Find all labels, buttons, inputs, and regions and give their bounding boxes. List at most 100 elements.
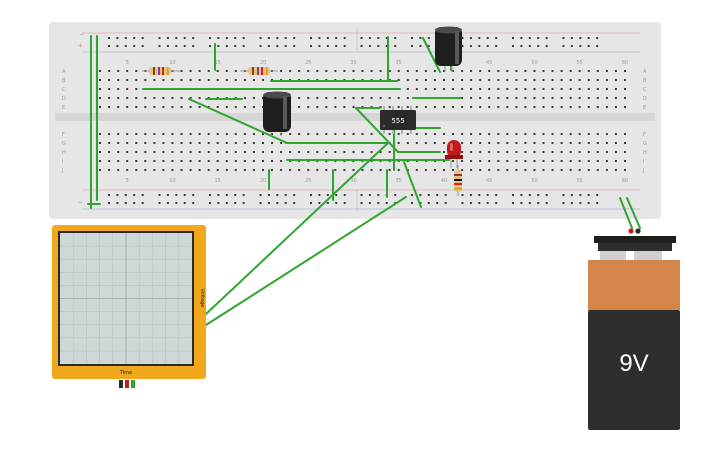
- hole[interactable]: [587, 79, 590, 81]
- capacitor[interactable]: [263, 91, 291, 137]
- rail-hole[interactable]: [570, 37, 573, 39]
- hole[interactable]: [406, 70, 409, 72]
- hole[interactable]: [298, 133, 301, 135]
- hole[interactable]: [470, 142, 473, 144]
- rail-hole[interactable]: [512, 202, 514, 204]
- resistor[interactable]: [240, 67, 278, 75]
- rail-hole[interactable]: [596, 37, 599, 39]
- hole[interactable]: [524, 79, 527, 81]
- hole[interactable]: [316, 133, 319, 135]
- hole[interactable]: [470, 160, 473, 162]
- rail-hole[interactable]: [158, 194, 161, 196]
- hole[interactable]: [533, 106, 536, 108]
- rail-hole[interactable]: [360, 194, 363, 196]
- hole[interactable]: [153, 106, 156, 108]
- hole[interactable]: [307, 151, 310, 153]
- rail-hole[interactable]: [478, 45, 481, 47]
- rail-hole[interactable]: [528, 37, 531, 39]
- hole[interactable]: [515, 169, 518, 171]
- rail-hole[interactable]: [158, 37, 161, 39]
- rail-hole[interactable]: [310, 202, 312, 204]
- hole[interactable]: [624, 70, 626, 72]
- rail-hole[interactable]: [133, 37, 136, 39]
- rail-hole[interactable]: [133, 45, 136, 47]
- hole[interactable]: [352, 70, 355, 72]
- hole[interactable]: [234, 142, 237, 144]
- hole[interactable]: [596, 169, 599, 171]
- rail-hole[interactable]: [158, 202, 161, 204]
- hole[interactable]: [126, 70, 129, 72]
- hole[interactable]: [262, 133, 264, 135]
- rail-hole[interactable]: [335, 37, 338, 39]
- hole[interactable]: [388, 70, 391, 72]
- hole[interactable]: [497, 151, 500, 153]
- hole[interactable]: [515, 133, 518, 135]
- hole[interactable]: [524, 169, 527, 171]
- hole[interactable]: [216, 160, 219, 162]
- hole[interactable]: [243, 151, 246, 153]
- hole[interactable]: [271, 133, 273, 135]
- hole[interactable]: [207, 70, 210, 72]
- hole[interactable]: [533, 97, 536, 99]
- hole[interactable]: [461, 133, 464, 135]
- hole[interactable]: [135, 79, 138, 81]
- rail-hole[interactable]: [427, 194, 430, 196]
- hole[interactable]: [234, 160, 237, 162]
- hole[interactable]: [162, 97, 165, 99]
- hole[interactable]: [144, 160, 147, 162]
- hole[interactable]: [443, 142, 445, 144]
- hole[interactable]: [153, 142, 156, 144]
- rail-hole[interactable]: [570, 45, 573, 47]
- rail-hole[interactable]: [326, 202, 329, 204]
- hole[interactable]: [298, 169, 301, 171]
- hole[interactable]: [243, 169, 246, 171]
- hole[interactable]: [117, 79, 120, 81]
- hole[interactable]: [198, 151, 201, 153]
- hole[interactable]: [587, 151, 590, 153]
- hole[interactable]: [189, 70, 192, 72]
- hole[interactable]: [587, 169, 590, 171]
- rail-hole[interactable]: [411, 45, 413, 47]
- hole[interactable]: [99, 133, 101, 135]
- hole[interactable]: [560, 169, 563, 171]
- hole[interactable]: [180, 169, 183, 171]
- hole[interactable]: [361, 97, 364, 99]
- hole[interactable]: [624, 133, 626, 135]
- hole[interactable]: [180, 97, 183, 99]
- hole[interactable]: [624, 151, 626, 153]
- hole[interactable]: [461, 160, 464, 162]
- hole[interactable]: [551, 106, 554, 108]
- hole[interactable]: [117, 133, 120, 135]
- hole[interactable]: [443, 133, 445, 135]
- hole[interactable]: [343, 133, 346, 135]
- hole[interactable]: [624, 88, 626, 90]
- rail-hole[interactable]: [469, 202, 472, 204]
- hole[interactable]: [542, 133, 545, 135]
- hole[interactable]: [153, 79, 156, 81]
- hole[interactable]: [198, 160, 201, 162]
- rail-hole[interactable]: [124, 194, 127, 196]
- hole[interactable]: [533, 160, 536, 162]
- hole[interactable]: [605, 88, 608, 90]
- wire[interactable]: [619, 197, 633, 229]
- hole[interactable]: [153, 160, 156, 162]
- hole[interactable]: [470, 151, 473, 153]
- rail-hole[interactable]: [368, 202, 371, 204]
- hole[interactable]: [280, 160, 283, 162]
- hole[interactable]: [325, 133, 328, 135]
- hole[interactable]: [298, 97, 301, 99]
- hole[interactable]: [216, 169, 219, 171]
- hole[interactable]: [424, 133, 427, 135]
- scope-probe-wire[interactable]: [205, 142, 389, 315]
- hole[interactable]: [198, 79, 201, 81]
- rail-hole[interactable]: [133, 202, 136, 204]
- hole[interactable]: [452, 133, 454, 135]
- hole[interactable]: [415, 142, 418, 144]
- rail-hole[interactable]: [225, 45, 228, 47]
- rail-hole[interactable]: [444, 194, 447, 196]
- rail-hole[interactable]: [528, 194, 531, 196]
- hole[interactable]: [352, 169, 355, 171]
- hole[interactable]: [578, 70, 581, 72]
- hole[interactable]: [624, 169, 626, 171]
- hole[interactable]: [198, 133, 201, 135]
